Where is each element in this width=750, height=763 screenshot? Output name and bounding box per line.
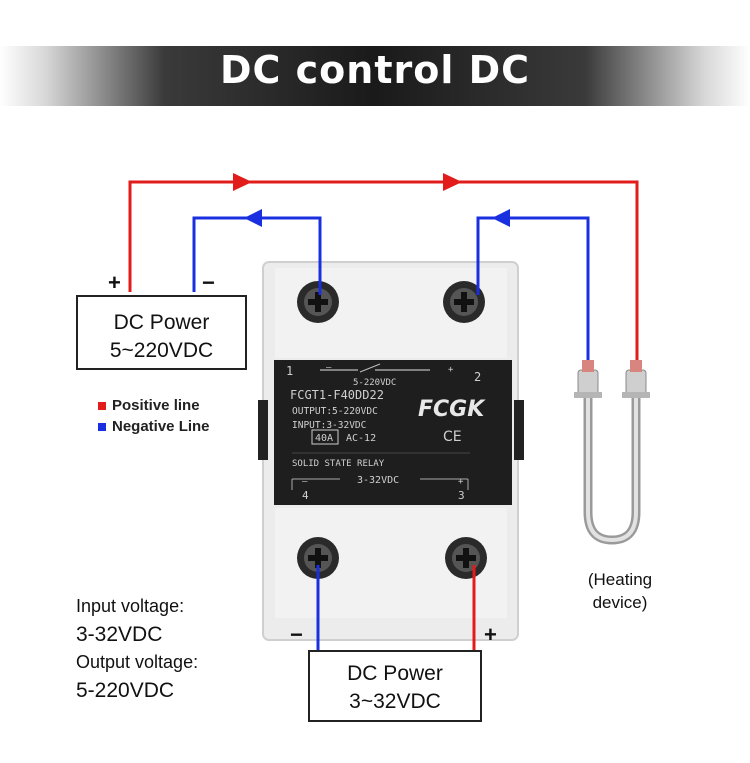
legend-negative-swatch [98, 423, 106, 432]
legend-negative-line: Negative Line [98, 418, 210, 435]
screw-terminal-1 [297, 281, 339, 323]
screw-terminal-3 [445, 537, 487, 579]
negative-flow-arrow-1 [244, 209, 262, 227]
dc-power-output-voltage: 5~220VDC [109, 339, 214, 362]
relay-output-rating: 5-220VDC [353, 378, 396, 388]
relay-input-rating: 3-32VDC [357, 475, 399, 486]
relay-minus-top: – [326, 363, 332, 373]
positive-flow-arrow-2 [443, 173, 462, 191]
dc-power-input-plus: + [484, 622, 497, 647]
relay-terminal-3-label: 3 [458, 489, 465, 502]
relay-plus-bottom: + [458, 477, 464, 487]
legend-positive-label: Positive line [112, 397, 200, 414]
dc-power-output-minus: − [202, 270, 215, 295]
screw-terminal-4 [297, 537, 339, 579]
output-voltage-label: Output voltage: [76, 652, 199, 672]
relay-current-rating: 40A [315, 433, 333, 444]
dc-power-input-box: DC Power 3~32VDC [308, 650, 482, 722]
relay-minus-bottom: – [302, 477, 308, 487]
legend-positive-swatch [98, 402, 106, 411]
negative-wire-output-right [476, 216, 590, 360]
dc-power-output-box: DC Power 5~220VDC [76, 295, 247, 370]
heating-element [574, 360, 650, 545]
heating-device-line1: (Heating [587, 570, 653, 589]
relay-terminal-4-label: 4 [302, 489, 309, 502]
legend-negative-label: Negative Line [112, 418, 210, 435]
screw-terminal-2 [443, 281, 485, 323]
positive-flow-arrow-1 [233, 173, 252, 191]
heating-device-line2: device) [592, 593, 648, 612]
title-banner [0, 46, 750, 106]
relay-brand-logo: FCGK [418, 397, 486, 422]
dc-power-output-title: DC Power [113, 311, 210, 334]
relay-type: SOLID STATE RELAY [292, 459, 385, 469]
input-voltage-label: Input voltage: [76, 596, 185, 616]
output-voltage-value: 5-220VDC [76, 679, 175, 702]
relay-terminal-2-label: 2 [474, 370, 481, 384]
heating-device-label: (Heating device) [560, 568, 680, 614]
relay-model: FCGT1-F40DD22 [290, 388, 384, 402]
relay-terminal-1-label: 1 [286, 364, 293, 378]
relay-output-spec: OUTPUT:5-220VDC [292, 406, 378, 417]
page-title: DC control DC [219, 48, 531, 92]
dc-power-input-minus: − [290, 622, 303, 647]
dc-power-input-voltage: 3~32VDC [349, 690, 441, 713]
input-voltage-value: 3-32VDC [76, 623, 163, 646]
positive-wire-output [128, 180, 639, 360]
relay-ac-code: AC-12 [346, 433, 376, 444]
dc-power-input-title: DC Power [347, 662, 443, 685]
relay-ce-mark: CE [443, 429, 462, 445]
relay-plus-top: + [448, 365, 454, 375]
negative-flow-arrow-2 [492, 209, 510, 227]
dc-power-output-plus: + [108, 270, 121, 295]
legend-positive-line: Positive line [98, 397, 200, 414]
relay-input-spec: INPUT:3-32VDC [292, 420, 366, 431]
relay-label-panel [274, 360, 512, 505]
